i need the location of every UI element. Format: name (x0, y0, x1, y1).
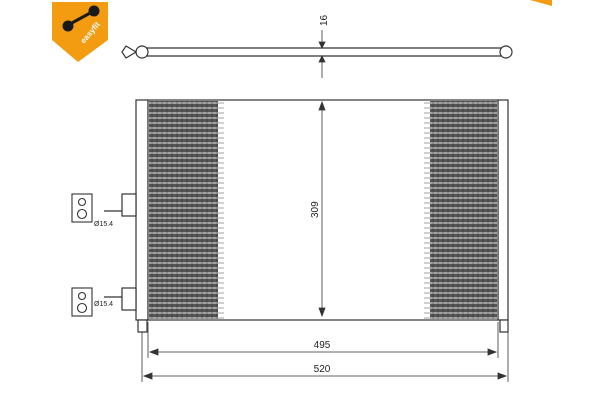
dim-core-width (147, 322, 499, 358)
fin-background (149, 101, 218, 319)
badge-shape (52, 2, 108, 62)
top-tube (121, 45, 513, 59)
lower-port-detail (71, 287, 93, 317)
dim-overall-width (141, 332, 509, 382)
dim-tube-diameter-label: 16 (319, 14, 330, 26)
tube-end-left (135, 45, 149, 59)
wrench-icon (62, 5, 100, 32)
fin-block-right (430, 101, 497, 319)
right-manifold (497, 99, 509, 333)
upper-port-label: Ø15.4 (94, 221, 113, 228)
fin-block-left (149, 101, 218, 319)
lower-port-flange (121, 287, 137, 311)
dim-core-height-label: 309 (310, 201, 321, 218)
dim-core-height (318, 100, 326, 318)
dim-tube-diameter (318, 30, 326, 78)
upper-port-detail (71, 193, 93, 223)
lower-port-label: Ø15.4 (94, 301, 113, 308)
corner-accent (530, 0, 552, 6)
tube-bracket (121, 45, 138, 59)
fin-background (430, 101, 497, 319)
dim-core-width-label: 495 (314, 340, 331, 351)
upper-port-flange (121, 193, 137, 217)
left-manifold (104, 99, 149, 333)
tube-end-right (499, 45, 513, 59)
fin-block-mid-lines (218, 102, 430, 319)
dim-overall-width-label: 520 (314, 364, 331, 375)
easyfit-badge: easyfit (52, 2, 108, 62)
